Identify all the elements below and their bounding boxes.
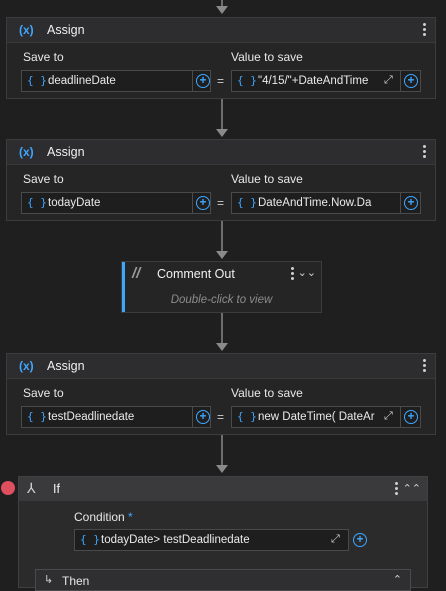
- arrow-return-icon: ↳: [44, 574, 54, 586]
- plus-circle-icon[interactable]: +: [196, 74, 210, 88]
- curly-braces-icon: { }: [27, 410, 47, 423]
- plus-circle-icon[interactable]: +: [353, 533, 367, 547]
- save-to-label: Save to: [23, 386, 64, 400]
- plus-circle-icon[interactable]: +: [196, 410, 210, 424]
- condition-label: Condition *: [74, 510, 133, 524]
- comment-title: Comment Out: [157, 267, 235, 281]
- variable-x-icon: (x): [19, 145, 34, 159]
- expand-arrows-icon[interactable]: ⤢: [384, 410, 393, 422]
- connector-line: [221, 435, 223, 465]
- then-branch[interactable]: ↳ Then ⌃: [35, 569, 411, 591]
- connector-line: [221, 313, 223, 343]
- save-to-value: deadlineDate: [48, 75, 116, 87]
- required-marker: *: [128, 510, 133, 524]
- save-to-value: testDeadlinedate: [48, 411, 135, 423]
- connector-line: [221, 0, 223, 7]
- value-to-save-label: Value to save: [231, 172, 303, 186]
- curly-braces-icon: { }: [237, 410, 257, 423]
- plus-circle-icon[interactable]: +: [404, 196, 418, 210]
- breakpoint-dot-icon[interactable]: [1, 481, 15, 495]
- connector-line: [221, 221, 223, 251]
- double-chevron-icon[interactable]: ⌃⌃: [402, 483, 421, 495]
- assign-header: (x) Assign: [7, 354, 435, 379]
- plus-circle-icon[interactable]: +: [404, 410, 418, 424]
- curly-braces-icon: { }: [27, 196, 47, 209]
- variable-x-icon: (x): [19, 23, 34, 37]
- variable-x-icon: (x): [19, 359, 34, 373]
- save-to-label: Save to: [23, 172, 64, 186]
- save-to-value: todayDate: [48, 197, 101, 209]
- assign-activity-3[interactable]: (x) Assign Save to Value to save { } tes…: [6, 353, 436, 435]
- connector-line: [221, 99, 223, 129]
- assign-title: Assign: [47, 359, 85, 373]
- condition-label-text: Condition: [74, 510, 125, 524]
- value-to-save-field[interactable]: { } new DateTime( DateAr ⤢ +: [231, 406, 421, 428]
- save-to-label: Save to: [23, 50, 64, 64]
- comment-out-activity[interactable]: // Comment Out ⌄⌄ Double-click to view: [121, 261, 322, 313]
- assign-activity-1[interactable]: (x) Assign Save to Value to save { } dea…: [6, 17, 436, 99]
- expand-arrows-icon[interactable]: ⤢: [384, 74, 393, 86]
- value-to-save-value: DateAndTime.Now.Da: [258, 197, 372, 209]
- then-label: Then: [62, 574, 90, 588]
- assign-activity-2[interactable]: (x) Assign Save to Value to save { } tod…: [6, 139, 436, 221]
- assign-title: Assign: [47, 145, 85, 159]
- branch-icon: ⅄: [27, 480, 36, 496]
- equals-sign: =: [217, 196, 225, 210]
- curly-braces-icon: { }: [237, 196, 257, 209]
- condition-field[interactable]: { } todayDate> testDeadlinedate ⤢: [74, 529, 349, 551]
- condition-value: todayDate> testDeadlinedate: [101, 534, 250, 546]
- equals-sign: =: [217, 74, 225, 88]
- curly-braces-icon: { }: [80, 533, 100, 546]
- connector-arrow: [216, 6, 228, 14]
- double-chevron-icon[interactable]: ⌄⌄: [297, 267, 316, 279]
- curly-braces-icon: { }: [27, 74, 47, 87]
- plus-circle-icon[interactable]: +: [196, 196, 210, 210]
- if-activity[interactable]: ⅄ If ⌃⌃ Condition * { } todayDate> testD…: [18, 476, 428, 591]
- connector-arrow: [216, 465, 228, 473]
- comment-hint: Double-click to view: [170, 294, 273, 306]
- save-to-field[interactable]: { } todayDate +: [21, 192, 211, 214]
- value-to-save-value: "4/15/"+DateAndTime: [258, 75, 369, 87]
- value-to-save-label: Value to save: [231, 50, 303, 64]
- kebab-menu-icon[interactable]: [287, 266, 297, 282]
- value-to-save-field[interactable]: { } DateAndTime.Now.Da +: [231, 192, 421, 214]
- plus-circle-icon[interactable]: +: [404, 74, 418, 88]
- kebab-menu-icon[interactable]: [391, 481, 401, 497]
- kebab-menu-icon[interactable]: [419, 144, 429, 160]
- if-header: ⅄ If ⌃⌃: [19, 477, 427, 501]
- comment-slashes-icon: //: [132, 265, 141, 282]
- kebab-menu-icon[interactable]: [419, 358, 429, 374]
- comment-accent-bar: [122, 262, 125, 312]
- assign-title: Assign: [47, 23, 85, 37]
- connector-arrow: [216, 343, 228, 351]
- assign-header: (x) Assign: [7, 140, 435, 165]
- connector-arrow: [216, 129, 228, 137]
- chevron-up-icon[interactable]: ⌃: [392, 574, 402, 586]
- save-to-field[interactable]: { } testDeadlinedate +: [21, 406, 211, 428]
- save-to-field[interactable]: { } deadlineDate +: [21, 70, 211, 92]
- value-to-save-label: Value to save: [231, 386, 303, 400]
- if-title: If: [53, 482, 60, 496]
- value-to-save-field[interactable]: { } "4/15/"+DateAndTime ⤢ +: [231, 70, 421, 92]
- assign-header: (x) Assign: [7, 18, 435, 43]
- equals-sign: =: [217, 410, 225, 424]
- connector-arrow: [216, 251, 228, 259]
- curly-braces-icon: { }: [237, 74, 257, 87]
- expand-arrows-icon[interactable]: ⤢: [331, 533, 340, 545]
- kebab-menu-icon[interactable]: [419, 22, 429, 38]
- value-to-save-value: new DateTime( DateAr: [258, 411, 375, 423]
